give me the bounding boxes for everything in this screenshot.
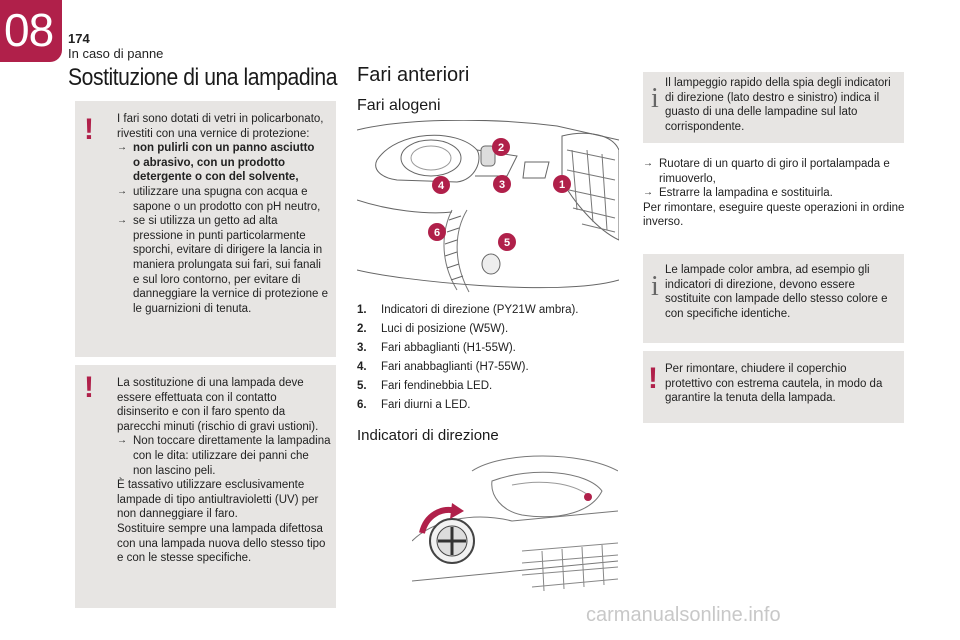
callout-label: 4	[438, 180, 445, 192]
warning-icon: !	[84, 113, 94, 146]
warning-icon: !	[648, 362, 658, 395]
list-item: 5.Fari fendinebbia LED.	[357, 380, 493, 392]
warning-box-cover: ! Per rimontare, chiudere il coperchio p…	[643, 351, 904, 423]
bullet-item: Ruotare di un quarto di giro il portalam…	[643, 157, 905, 186]
subsection-heading: Indicatori di direzione	[357, 427, 499, 444]
warning-box-replacement: ! La sostituzione di una lampada deve es…	[75, 365, 336, 608]
warning-intro: La sostituzione di una lampada deve esse…	[117, 377, 319, 433]
bullet-item: Estrarre la lampadina e sostituirla.	[643, 186, 905, 201]
procedure-steps: Ruotare di un quarto di giro il portalam…	[643, 157, 905, 230]
info-box-amber: i Le lampade color ambra, ad esempio gli…	[643, 254, 904, 343]
callout-label: 5	[504, 237, 510, 249]
warning-icon: !	[84, 371, 94, 404]
callout-6	[428, 223, 446, 241]
bullet-item: utilizzare una spugna con acqua e sapone…	[117, 185, 329, 214]
callout-label: 2	[498, 142, 504, 154]
bullet-item: se si utilizza un getto ad alta pression…	[117, 214, 329, 316]
list-item: 1.Indicatori di direzione (PY21W ambra).	[357, 304, 579, 316]
warning-box-polycarbonate: ! I fari sono dotati di vetri in policar…	[75, 101, 336, 357]
info-text: Il lampeggio rapido della spia degli ind…	[665, 77, 891, 133]
list-item: 3.Fari abbaglianti (H1-55W).	[357, 342, 516, 354]
warning-text: La sostituzione di una lampada deve esse…	[117, 376, 331, 566]
info-text: Le lampade color ambra, ad esempio gli i…	[665, 264, 888, 320]
bullet-bold: non pulirli con un panno asciutto	[133, 142, 315, 155]
page-number: 174	[68, 31, 90, 46]
warning-intro: I fari sono dotati di vetri in policarbo…	[117, 113, 324, 140]
list-item: 2.Luci di posizione (W5W).	[357, 323, 509, 335]
section-heading: Fari anteriori	[357, 64, 470, 86]
warning-text: I fari sono dotati di vetri in policarbo…	[117, 112, 329, 316]
indicator-illustration	[412, 451, 618, 607]
info-icon: i	[651, 83, 659, 114]
callout-label: 6	[434, 227, 440, 239]
halogen-headlamp-illustration: 2 4 3 1 6 5	[357, 120, 619, 298]
callout-1	[553, 175, 571, 193]
bulb-list: 1.Indicatori di direzione (PY21W ambra).…	[357, 301, 607, 415]
reassembly-note: Per rimontare, eseguire queste operazion…	[643, 201, 905, 229]
callout-4	[432, 176, 450, 194]
section-name: In caso di panne	[68, 46, 164, 61]
callout-label: 1	[559, 179, 565, 191]
headlamp-drawing: 2 4 3 1 6 5	[357, 120, 619, 293]
page-title: Sostituzione di una lampadina	[68, 64, 338, 91]
warning-text: Per rimontare, chiudere il coperchio pro…	[665, 363, 883, 405]
warning-paragraph: È tassativo utilizzare esclusivamente la…	[117, 479, 319, 521]
subsection-heading: Fari alogeni	[357, 97, 441, 114]
info-icon: i	[651, 271, 659, 302]
bullet-bold-cont: o abrasivo, con un prodotto detergente o…	[133, 156, 299, 184]
callout-5	[498, 233, 516, 251]
bullet-item: Non toccare direttamente la lampadina co…	[117, 434, 331, 478]
watermark: carmanualsonline.info	[586, 604, 781, 626]
callout-2	[492, 138, 510, 156]
info-box-flashing: i Il lampeggio rapido della spia degli i…	[643, 72, 904, 143]
warning-paragraph: Sostituire sempre una lampada difettosa …	[117, 522, 326, 565]
list-item: 4.Fari anabbaglianti (H7-55W).	[357, 361, 529, 373]
list-item: 6.Fari diurni a LED.	[357, 399, 471, 411]
chapter-number: 08	[4, 4, 54, 56]
callout-3	[493, 175, 511, 193]
callout-label: 3	[499, 179, 505, 191]
indicator-drawing	[412, 455, 618, 592]
chapter-tab: 08	[0, 0, 62, 62]
